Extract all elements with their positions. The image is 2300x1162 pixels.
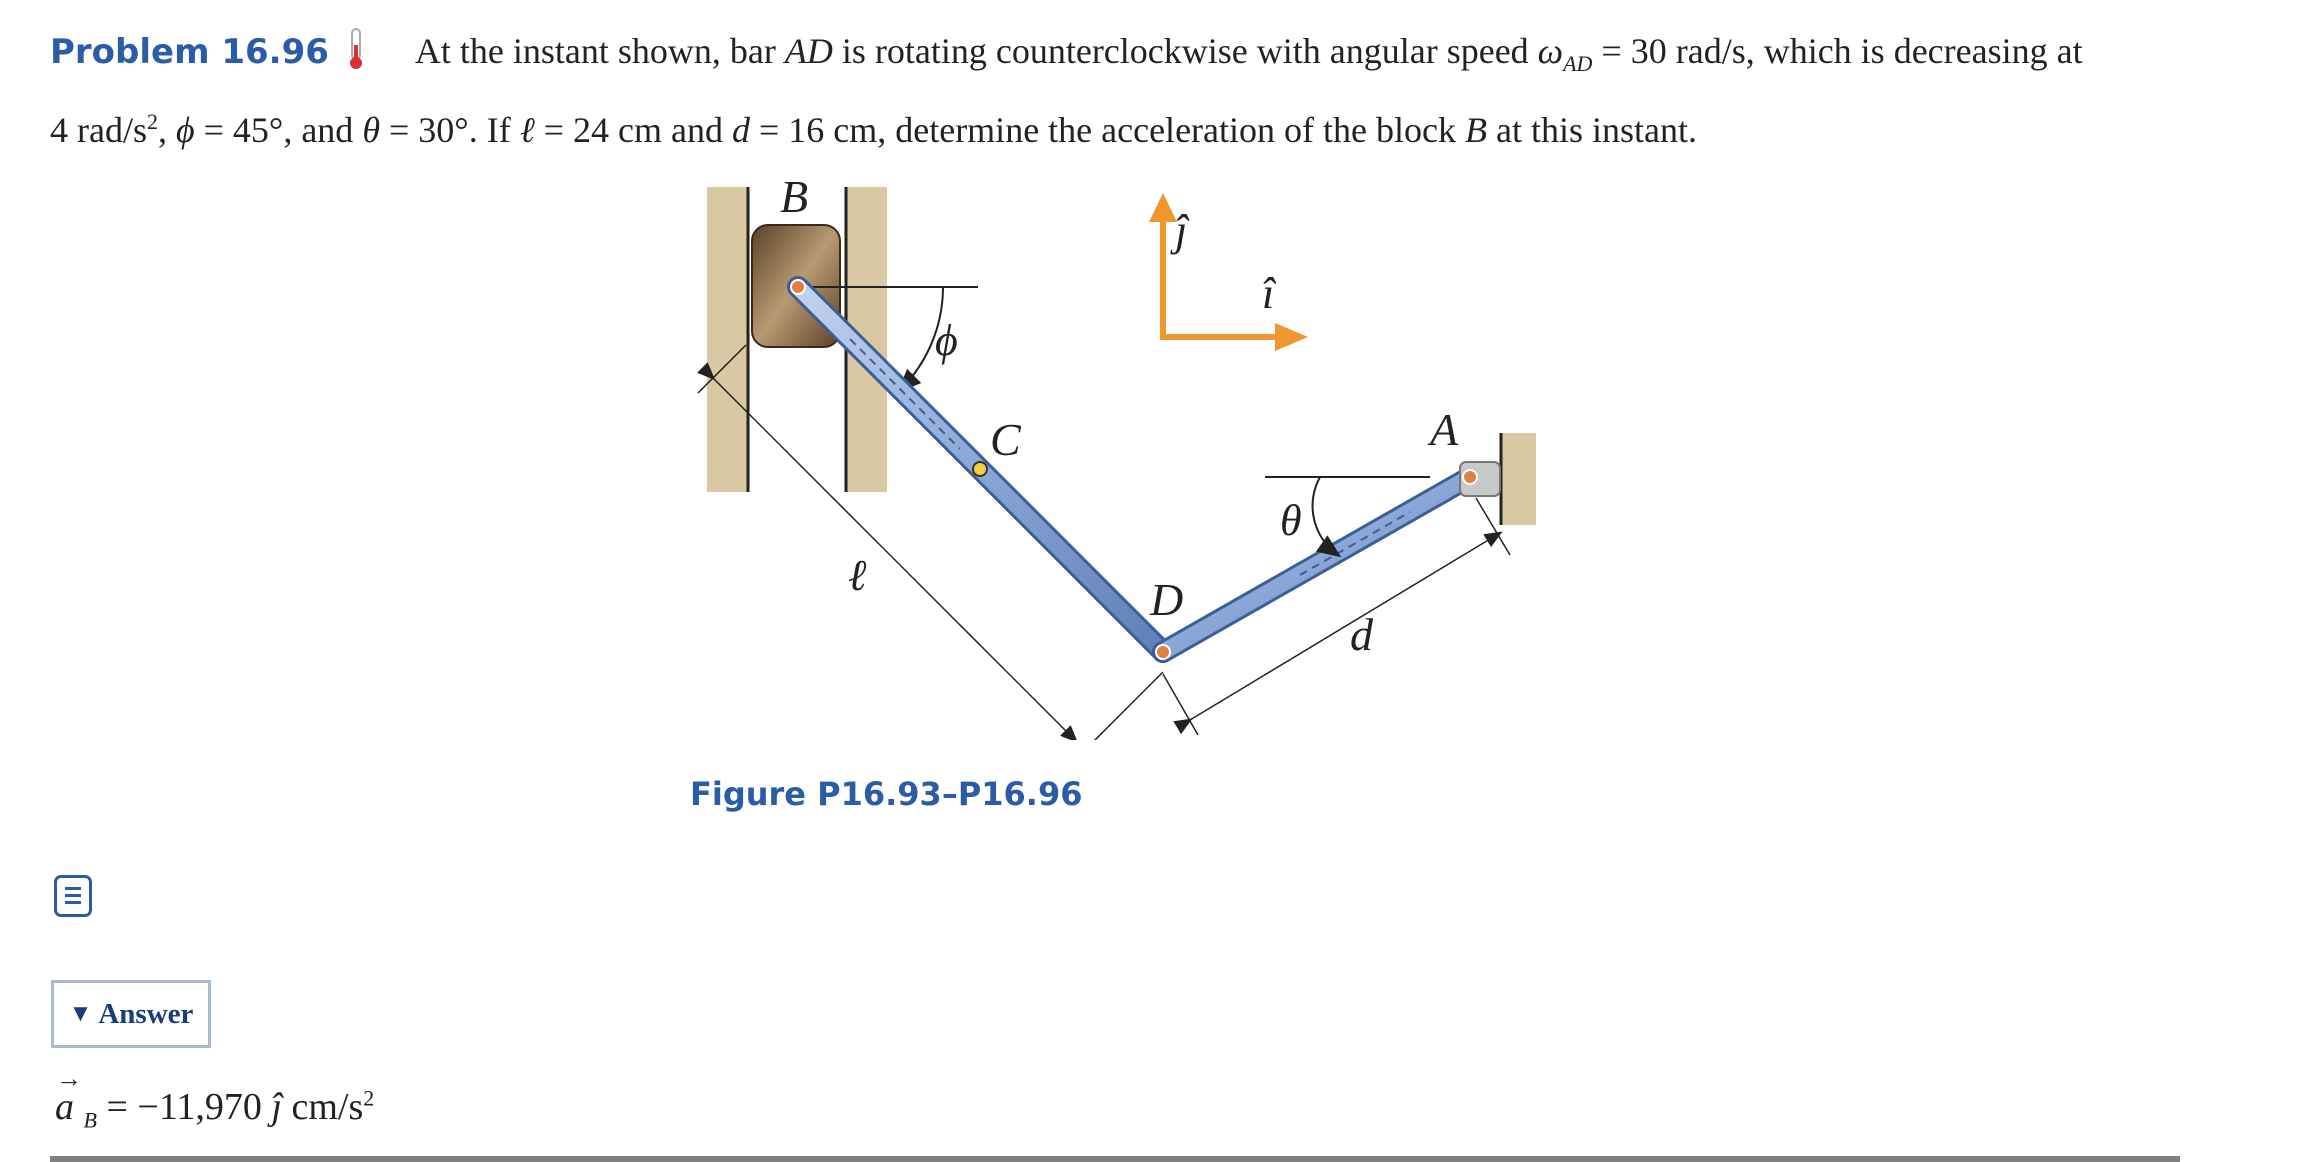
label-theta: θ [1280,496,1302,545]
label-d-point: D [1149,574,1183,625]
label-i-hat: î [1262,269,1277,318]
ell-symbol: ℓ [519,110,535,151]
dimension-ell [697,362,1079,740]
answer-vector-symbol: a [55,1086,74,1128]
problem-title: Problem 16.96 [50,32,329,72]
label-c: C [990,414,1022,465]
label-a: A [1427,404,1459,455]
theta-symbol: θ [362,110,380,151]
answer-number: = −11,970 [106,1086,262,1128]
statement-text-1: At the instant shown, bar [414,31,776,71]
statement-text-6: = 45°, and [203,110,354,151]
figure-caption: Figure P16.93–P16.96 [690,775,1083,813]
statement-text-10: at this instant. [1495,110,1697,151]
bottom-divider [50,1156,2180,1162]
statement-text-4: 4 rad/s [50,110,147,151]
statement-text-5: , [157,110,167,151]
dimension-d [1173,531,1503,735]
pin-d [1155,644,1171,660]
statement-text-9: = 16 cm, determine the acceleration of t… [758,110,1456,151]
left-wall [707,187,749,492]
answer-toggle-label: Answer [98,997,194,1030]
pin-a [1462,469,1478,485]
label-ell: ℓ [848,551,867,600]
omega-subscript: AD [1563,51,1593,77]
d-symbol: d [731,110,750,151]
coordinate-axes [1149,193,1308,351]
answer-subscript: B [83,1107,97,1133]
superscript-2: 2 [146,109,158,135]
label-b: B [780,171,808,222]
mechanism-figure: B ϕ C ℓ D θ A d ĵ î [697,171,1536,740]
phi-symbol: ϕ [175,110,195,151]
triangle-down-icon: ▼ [68,1000,93,1027]
label-d-dimension: d [1350,609,1374,660]
point-c [972,461,988,477]
problem-statement: Problem 16.96 At the instant shown, bar … [50,22,2250,159]
omega-symbol: ω [1537,31,1564,71]
label-j-hat: ĵ [1170,206,1190,255]
notes-icon[interactable] [54,875,92,917]
pin-b [790,279,806,295]
support-a [1500,433,1536,525]
bar-ad-symbol: AD [784,31,833,71]
answer-toggle-button[interactable]: ▼ Answer [51,980,211,1048]
label-phi: ϕ [935,316,958,365]
thermometer-icon [349,28,362,69]
statement-text-3: = 30 rad/s, which is decreasing at [1601,31,2083,71]
answer-value: → a B = −11,970 ĵ cm/s2 [55,1064,375,1133]
answer-unit-vector: ĵ [271,1086,282,1128]
statement-text-8: = 24 cm and [543,110,723,151]
block-b-symbol: B [1464,110,1487,151]
answer-unit-sup: 2 [363,1085,375,1111]
answer-unit: cm/s [291,1086,364,1128]
statement-text-2: is rotating counterclockwise with angula… [841,31,1529,71]
statement-text-7: = 30°. If [389,110,511,151]
